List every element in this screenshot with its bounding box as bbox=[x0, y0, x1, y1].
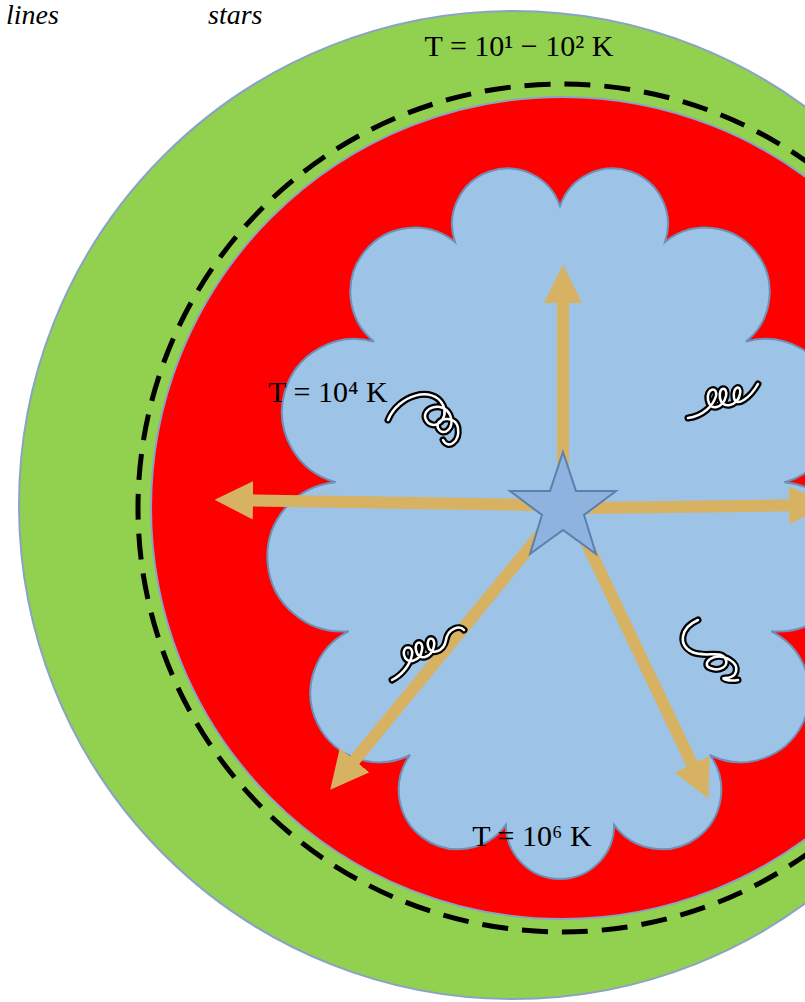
radiation-arrows bbox=[230, 280, 805, 785]
arrow-right bbox=[590, 505, 805, 508]
outer-cold-region-disc bbox=[19, 11, 805, 999]
central-star bbox=[510, 452, 616, 554]
field-squiggle bbox=[683, 620, 738, 681]
cloud-outline bbox=[267, 169, 805, 880]
field-squiggle bbox=[688, 384, 758, 418]
heading-fragment: stars bbox=[208, 0, 262, 31]
temperature-label: T = 10¹ − 10² K bbox=[425, 29, 614, 64]
arrow-down-left bbox=[340, 525, 548, 778]
warm-ionized-region-disc bbox=[151, 97, 805, 919]
arrow-left bbox=[230, 500, 540, 505]
temperature-label: T = 10⁶ K bbox=[472, 819, 591, 854]
arrow-down-right bbox=[578, 525, 702, 785]
temperature-label: T = 10⁴ K bbox=[268, 375, 387, 410]
heading-fragment: lines bbox=[6, 0, 59, 31]
field-squiggle bbox=[388, 394, 458, 444]
field-squiggle bbox=[392, 628, 464, 680]
dashed-boundary bbox=[138, 84, 805, 932]
magnetic-field-lines bbox=[388, 384, 758, 681]
